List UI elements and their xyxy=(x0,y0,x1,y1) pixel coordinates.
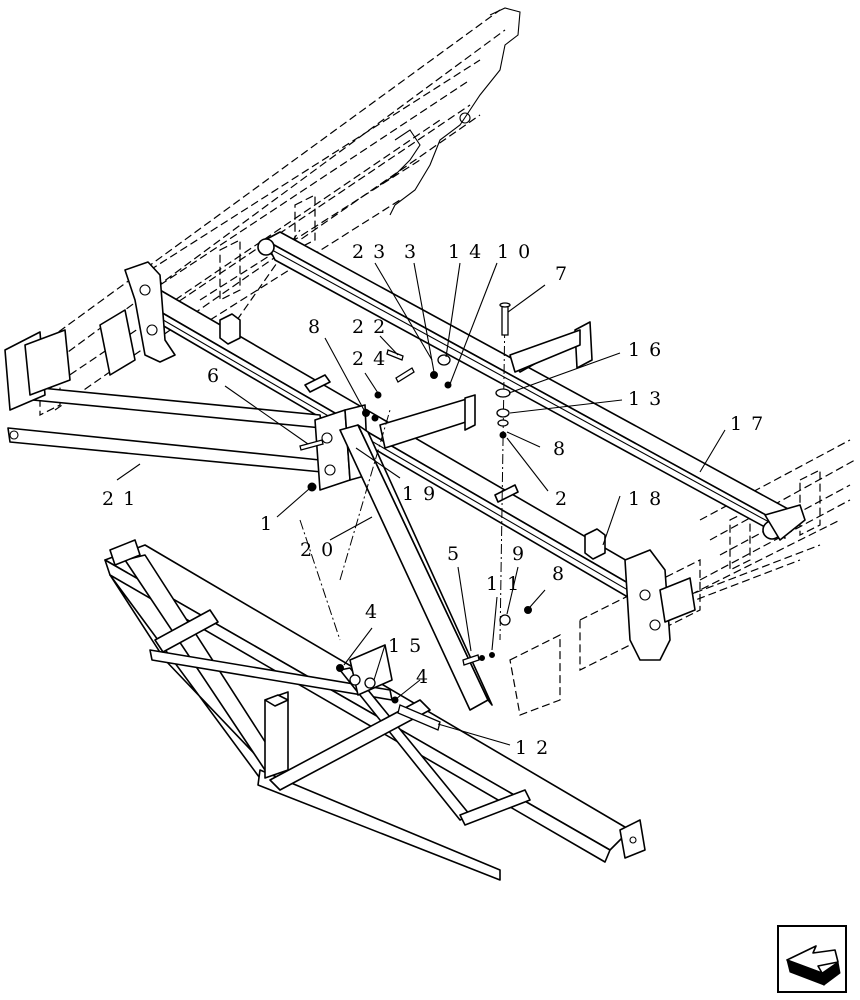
callout-13: 13 xyxy=(628,388,670,410)
callout-11: 11 xyxy=(486,573,528,595)
tow-hitch-frame xyxy=(104,539,646,881)
callout-18: 18 xyxy=(628,488,670,510)
callout-21: 21 xyxy=(102,488,144,510)
callout-2: 2 xyxy=(555,488,576,510)
callout-24: 24 xyxy=(352,348,394,370)
callout-19: 19 xyxy=(402,483,444,505)
callout-7: 7 xyxy=(555,263,576,285)
callout-1: 1 xyxy=(260,513,281,535)
callout-4-top: 4 xyxy=(365,601,386,623)
callout-4-low: 4 xyxy=(416,666,437,688)
callout-8-top: 8 xyxy=(308,316,329,338)
callout-9: 9 xyxy=(512,543,533,565)
callout-3: 3 xyxy=(404,241,425,263)
callout-6: 6 xyxy=(207,365,228,387)
callout-16: 16 xyxy=(628,339,670,361)
hardware xyxy=(299,302,532,731)
previous-page-arrow-icon[interactable] xyxy=(777,925,847,993)
callout-10: 10 xyxy=(497,241,539,263)
callout-17: 17 xyxy=(730,413,772,435)
callout-14: 14 xyxy=(448,241,490,263)
leader-lines xyxy=(116,262,726,746)
callout-labels: 23 3 14 10 7 8 22 24 16 6 13 17 8 19 2 2… xyxy=(102,241,772,759)
callout-12: 12 xyxy=(515,737,557,759)
callout-8-mid: 8 xyxy=(553,438,574,460)
callout-5: 5 xyxy=(447,543,468,565)
callout-15: 15 xyxy=(388,635,430,657)
main-frame xyxy=(4,231,806,711)
callout-8-low: 8 xyxy=(552,563,573,585)
callout-22: 22 xyxy=(352,316,394,338)
callout-20: 20 xyxy=(300,539,342,561)
callout-23: 23 xyxy=(352,241,394,263)
centerline xyxy=(299,309,506,641)
